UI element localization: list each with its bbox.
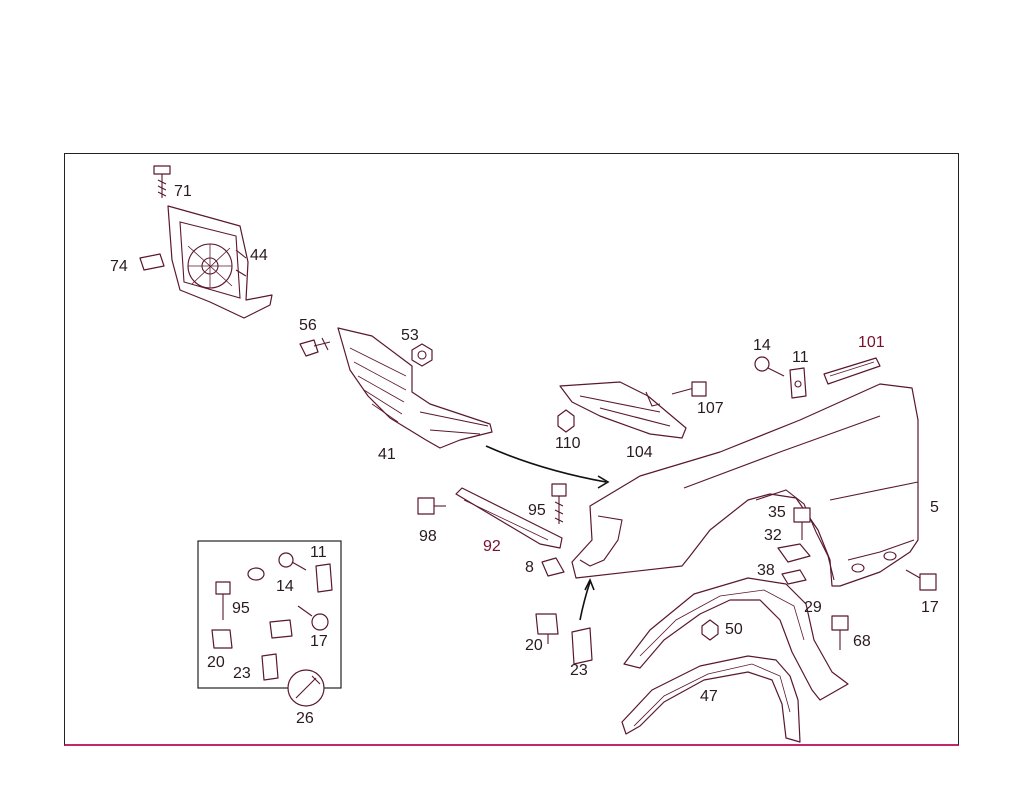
part-101-strip[interactable] [823, 357, 881, 385]
part-5-fender[interactable] [571, 383, 919, 587]
inset-label-11: 11 [310, 544, 327, 561]
label-11: 11 [792, 349, 809, 366]
label-47: 47 [700, 688, 718, 705]
part-95-screw[interactable] [551, 483, 567, 524]
wrench-icon[interactable] [287, 669, 325, 707]
part-29-wheel-liner[interactable] [623, 577, 849, 701]
part-14-screw[interactable] [754, 356, 785, 377]
label-32: 32 [764, 527, 782, 544]
part-110-nut[interactable] [557, 409, 575, 433]
arrow-41-to-fender [485, 445, 607, 483]
arrow-23-to-fender [579, 581, 591, 621]
part-53-nut[interactable] [411, 343, 433, 367]
arrowhead-41 [597, 475, 610, 489]
inset-part-20-clip[interactable] [211, 629, 233, 649]
label-71: 71 [174, 183, 192, 200]
inset-label-17: 17 [310, 633, 328, 650]
part-56-push-rivet[interactable] [299, 337, 331, 357]
inset-label-20: 20 [207, 654, 225, 671]
label-23: 23 [570, 662, 588, 679]
part-23-clip[interactable] [571, 627, 593, 665]
inset-part-14-screw[interactable] [278, 552, 307, 571]
label-14: 14 [753, 337, 771, 354]
part-92-seal-strip[interactable] [455, 487, 563, 549]
part-107-bolt[interactable] [671, 381, 707, 397]
label-5: 5 [930, 499, 939, 516]
label-107: 107 [697, 400, 724, 417]
label-104: 104 [626, 444, 653, 461]
label-56: 56 [299, 317, 317, 334]
inset-label-23: 23 [233, 665, 251, 682]
part-35-screw[interactable] [793, 507, 811, 540]
part-104-bracket[interactable] [559, 381, 687, 439]
label-101: 101 [858, 334, 885, 351]
label-98: 98 [419, 528, 437, 545]
inset-part-17-screw[interactable] [297, 605, 329, 631]
part-98-bolt[interactable] [417, 497, 446, 515]
part-44-air-duct[interactable] [167, 205, 273, 319]
part-11-clip[interactable] [789, 367, 807, 399]
label-29: 29 [804, 599, 822, 616]
label-41: 41 [378, 446, 396, 463]
label-50: 50 [725, 621, 743, 638]
inset-label-14: 14 [276, 578, 294, 595]
inset-part-clip[interactable] [269, 619, 293, 639]
part-8-clip[interactable] [541, 557, 565, 577]
inset-part-grommet[interactable] [247, 567, 265, 581]
label-44: 44 [250, 247, 268, 264]
label-74: 74 [110, 258, 128, 275]
label-20: 20 [525, 637, 543, 654]
inset-part-95-screw[interactable] [215, 581, 231, 620]
part-17-screw[interactable] [905, 569, 937, 591]
diagram-frame [64, 153, 959, 746]
inset-label-95: 95 [232, 600, 250, 617]
label-53: 53 [401, 327, 419, 344]
inset-part-23-clip[interactable] [261, 653, 279, 681]
part-74-clip[interactable] [139, 253, 165, 271]
part-47-wheel-liner[interactable] [621, 655, 801, 743]
inset-part-11-clip[interactable] [315, 563, 333, 593]
label-35: 35 [768, 504, 786, 521]
inset-parts-box [197, 540, 342, 689]
part-50-nut[interactable] [701, 619, 719, 641]
label-17: 17 [921, 599, 939, 616]
inset-label-26: 26 [296, 710, 314, 727]
label-38: 38 [757, 562, 775, 579]
label-8: 8 [525, 559, 534, 576]
part-71-bolt[interactable] [153, 165, 171, 198]
part-20-clip[interactable] [535, 613, 559, 644]
part-32-clip[interactable] [777, 543, 811, 563]
label-68: 68 [853, 633, 871, 650]
label-95: 95 [528, 502, 546, 519]
part-68-screw[interactable] [831, 615, 849, 650]
label-110: 110 [555, 435, 581, 452]
part-41-air-guide[interactable] [337, 327, 493, 449]
part-38-clip[interactable] [781, 569, 807, 585]
label-92: 92 [483, 538, 501, 555]
arrowhead-23 [584, 578, 595, 591]
